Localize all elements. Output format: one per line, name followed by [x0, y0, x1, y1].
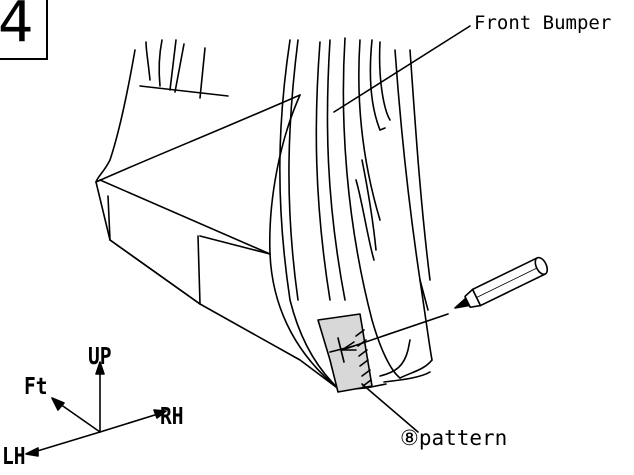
axis-lh-label: LH [2, 444, 26, 470]
direction-axes-icon [26, 362, 166, 456]
bumper-outline [96, 38, 432, 390]
axis-rh-label: RH [160, 404, 184, 430]
leader-lines [334, 26, 470, 432]
axis-up-label: UP [88, 344, 112, 370]
pattern-label: ⑧pattern [400, 426, 508, 450]
marker-pen-icon [451, 256, 550, 316]
front-bumper-label: Front Bumper [474, 12, 612, 34]
axis-ft-label: Ft [24, 374, 48, 400]
step-number: 4 [0, 0, 34, 55]
step-number-box: 4 [0, 0, 48, 60]
